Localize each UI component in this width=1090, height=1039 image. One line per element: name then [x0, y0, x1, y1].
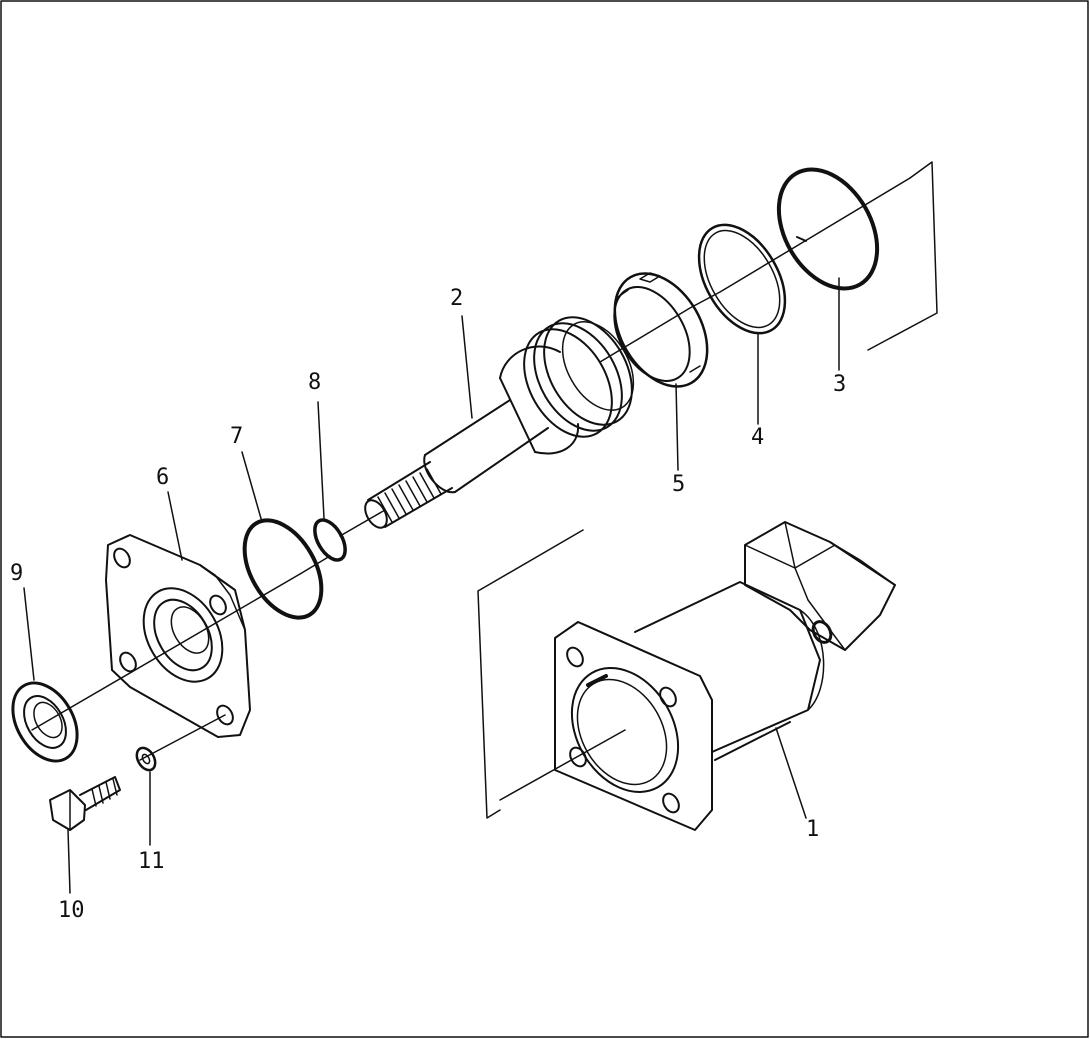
callout-5: 5: [672, 472, 685, 497]
part-2-shaft[interactable]: [361, 302, 650, 532]
callout-8: 8: [308, 370, 321, 395]
part-11-washer[interactable]: [133, 745, 159, 774]
callout-7: 7: [230, 424, 243, 449]
callout-10: 10: [58, 898, 85, 923]
callout-6: 6: [156, 465, 169, 490]
part-10-bolt[interactable]: [49, 776, 121, 831]
part-7-o-ring-large[interactable]: [229, 507, 337, 631]
callout-1: 1: [806, 817, 819, 842]
callout-4: 4: [751, 425, 764, 450]
part-8-o-ring-small[interactable]: [309, 515, 352, 565]
assembly-center-lines: [31, 161, 938, 819]
callout-11: 11: [138, 849, 165, 874]
callout-3: 3: [833, 372, 846, 397]
callout-labels: 2 3 4 5 6 7 8 9 10 11 1: [10, 286, 846, 923]
part-5-split-ring[interactable]: [596, 257, 726, 403]
callout-9: 9: [10, 561, 23, 586]
part-6-flange-cover[interactable]: [105, 534, 251, 738]
callout-2: 2: [450, 286, 463, 311]
part-1-motor-housing[interactable]: [550, 521, 896, 831]
leader-lines: [23, 277, 840, 894]
part-3-snap-ring[interactable]: [759, 152, 897, 306]
